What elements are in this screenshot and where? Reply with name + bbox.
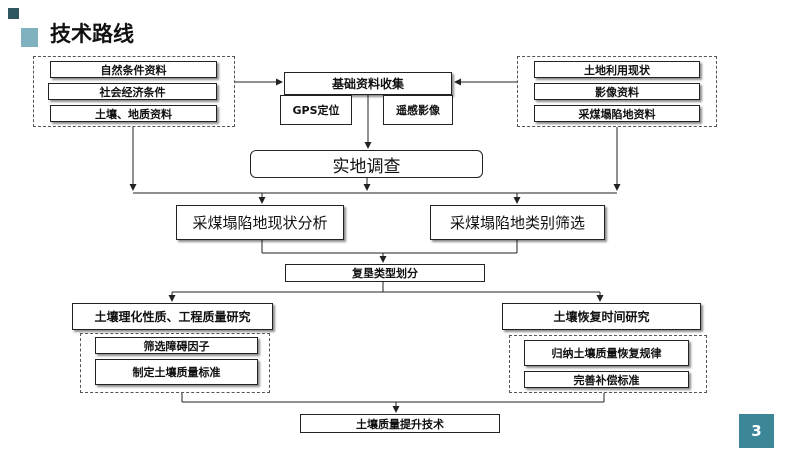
soil-property-research-box: 土壤理化性质、工程质量研究 <box>72 303 273 330</box>
page-number-badge: 3 <box>739 414 774 448</box>
left-sub-item: 筛选障碍因子 <box>95 337 258 354</box>
left-sub-group <box>80 333 270 393</box>
left-source-item: 社会经济条件 <box>48 83 217 100</box>
survey-box: 实地调查 <box>250 150 483 178</box>
left-source-group <box>33 56 235 127</box>
title-decoration <box>8 8 38 50</box>
page-title: 技术路线 <box>50 22 134 46</box>
collection-box: 基础资料收集 <box>284 72 452 95</box>
left-source-item: 土壤、地质资料 <box>50 105 217 122</box>
gps-box: GPS定位 <box>280 95 352 125</box>
right-sub-item: 完善补偿标准 <box>524 371 689 388</box>
remote-sensing-box: 遥感影像 <box>383 95 453 125</box>
right-source-item: 影像资料 <box>534 83 700 100</box>
soil-recovery-time-box: 土壤恢复时间研究 <box>502 303 701 330</box>
status-analysis-box: 采煤塌陷地现状分析 <box>176 205 344 240</box>
right-source-item: 土地利用现状 <box>534 61 700 78</box>
page-number: 3 <box>751 422 762 440</box>
reclamation-division-box: 复垦类型划分 <box>285 264 485 282</box>
right-source-group <box>517 56 717 127</box>
right-sub-group <box>509 335 707 393</box>
final-technology-box: 土壤质量提升技术 <box>300 414 500 433</box>
category-screening-box: 采煤塌陷地类别筛选 <box>430 205 605 240</box>
left-source-item: 自然条件资料 <box>50 61 217 78</box>
decoration-square-large <box>21 28 38 47</box>
right-sub-item: 归纳土壤质量恢复规律 <box>524 340 689 366</box>
left-sub-item: 制定土壤质量标准 <box>95 359 258 385</box>
decoration-square-small <box>8 8 19 19</box>
right-source-item: 采煤塌陷地资料 <box>534 105 700 122</box>
